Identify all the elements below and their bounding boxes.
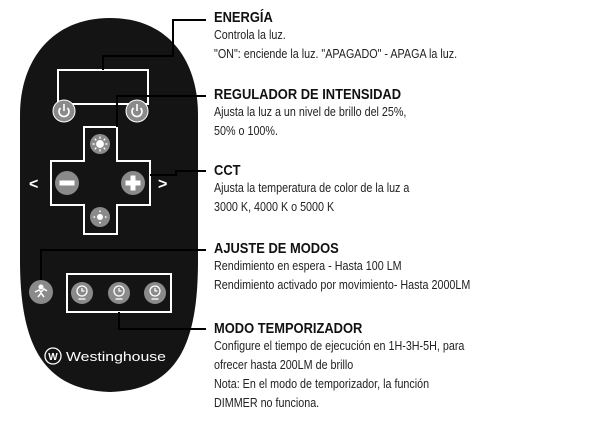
section-line: DIMMER no funciona. bbox=[214, 396, 320, 410]
section-regulador: REGULADOR DE INTENSIDAD Ajusta la luz a … bbox=[214, 86, 438, 141]
timer-5h-button[interactable] bbox=[144, 282, 166, 304]
section-line: Ajusta la luz a un nivel de brillo del 2… bbox=[214, 105, 407, 119]
section-line: Rendimiento activado por movimiento- Has… bbox=[214, 278, 471, 292]
brand-name: Westinghouse bbox=[66, 349, 166, 364]
sun-dim-icon bbox=[93, 210, 107, 224]
section-line: Controla la luz. bbox=[214, 28, 286, 42]
power-icon bbox=[131, 104, 143, 118]
section-line: ofrecer hasta 200LM de brillo bbox=[214, 358, 354, 372]
dpad-outline bbox=[50, 126, 151, 235]
plus-button[interactable] bbox=[121, 171, 145, 195]
arrow-right: > bbox=[158, 176, 167, 193]
plus-icon bbox=[125, 175, 141, 191]
section-title: CCT bbox=[214, 162, 241, 179]
section-line: Ajusta la temperatura de color de la luz… bbox=[214, 181, 410, 195]
minus-icon bbox=[59, 180, 75, 186]
section-line: 3000 K, 4000 K o 5000 K bbox=[214, 200, 335, 214]
brand-logo: W Westinghouse bbox=[44, 347, 166, 365]
clock-icon bbox=[113, 285, 125, 300]
section-modos: AJUSTE DE MODOS Rendimiento en espera - … bbox=[214, 240, 512, 295]
section-title: ENERGÍA bbox=[214, 9, 273, 26]
remote-body bbox=[20, 18, 198, 392]
section-line: 50% o 100%. bbox=[214, 124, 278, 138]
minus-button[interactable] bbox=[55, 171, 79, 195]
callout-energia bbox=[102, 19, 206, 70]
westinghouse-logo-icon bbox=[44, 347, 62, 365]
power-off-button[interactable] bbox=[125, 99, 149, 123]
section-title: AJUSTE DE MODOS bbox=[214, 240, 339, 257]
section-line: Configure el tiempo de ejecución en 1H-3… bbox=[214, 339, 465, 353]
callout-cct bbox=[150, 170, 206, 176]
timer-3h-button[interactable] bbox=[108, 282, 130, 304]
timer-1h-button[interactable] bbox=[71, 282, 93, 304]
section-temporizador: MODO TEMPORIZADOR Configure el tiempo de… bbox=[214, 320, 505, 413]
section-line: Nota: En el modo de temporizador, la fun… bbox=[214, 377, 430, 391]
dimmer-button[interactable] bbox=[90, 134, 110, 154]
clock-icon bbox=[149, 285, 161, 300]
section-title: MODO TEMPORIZADOR bbox=[214, 320, 363, 337]
mode-button[interactable] bbox=[29, 280, 53, 304]
section-energia: ENERGÍA Controla la luz. "ON": enciende … bbox=[214, 9, 497, 64]
section-line: "ON": enciende la luz. "APAGADO" - APAGA… bbox=[214, 47, 458, 61]
logo-glyph: W bbox=[48, 352, 58, 363]
sun-bright-icon bbox=[92, 136, 108, 152]
clock-icon bbox=[76, 285, 88, 300]
section-cct: CCT Ajusta la temperatura de color de la… bbox=[214, 162, 441, 217]
dim-button[interactable] bbox=[90, 207, 110, 227]
section-line: Rendimiento en espera - Hasta 100 LM bbox=[214, 259, 402, 273]
callout-regulador bbox=[116, 95, 206, 127]
callout-modos bbox=[40, 249, 206, 280]
arrow-left: < bbox=[29, 176, 38, 193]
callout-temporizador bbox=[118, 312, 206, 330]
motion-icon bbox=[34, 284, 48, 298]
power-icon bbox=[58, 104, 70, 118]
section-title: REGULADOR DE INTENSIDAD bbox=[214, 86, 402, 103]
callout-lines bbox=[40, 19, 206, 330]
power-on-button[interactable] bbox=[52, 99, 76, 123]
